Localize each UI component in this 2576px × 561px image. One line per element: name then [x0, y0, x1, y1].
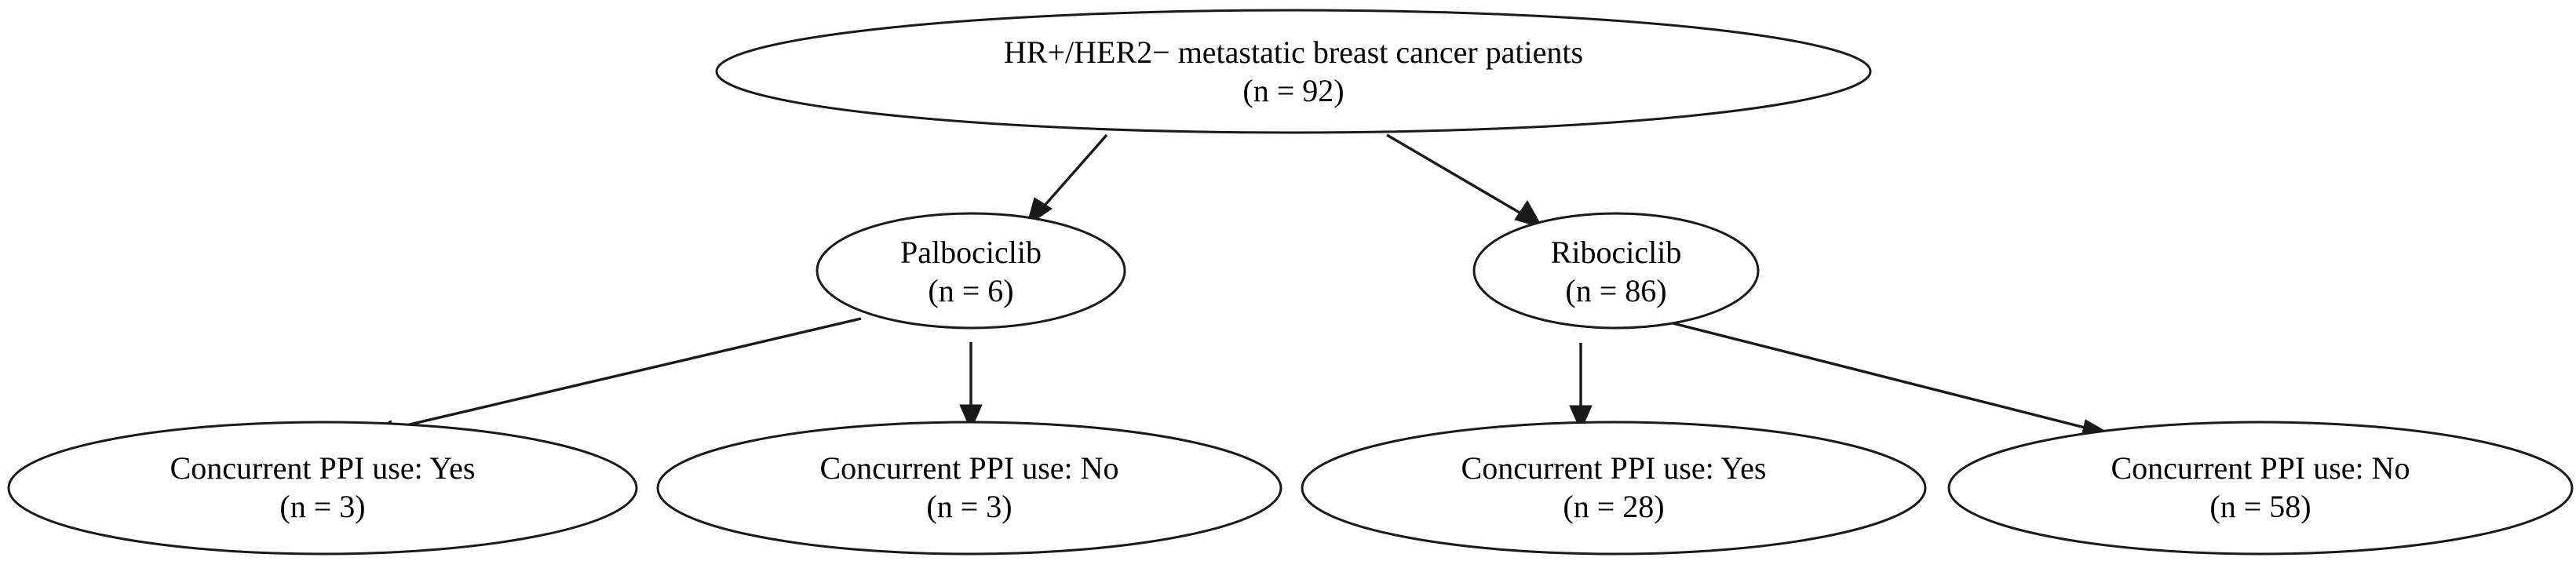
node-palbo-ppi-yes-line2: (n = 3)	[279, 489, 365, 524]
node-ribo-ppi-yes-ellipse[interactable]	[1301, 421, 1927, 556]
node-root-ellipse[interactable]	[715, 9, 1872, 134]
node-palbo-ppi-no[interactable]: Concurrent PPI use: No (n = 3)	[656, 421, 1283, 556]
node-root-line2: (n = 92)	[1242, 73, 1344, 108]
edge-palbociclib-to-ppi-no	[959, 342, 983, 432]
edge-ribociclib-to-ppi-yes	[1569, 343, 1593, 432]
node-ribo-ppi-no-ellipse[interactable]	[1947, 421, 2574, 556]
node-palbociclib-ellipse[interactable]	[815, 212, 1126, 330]
node-ribo-ppi-no-line1: Concurrent PPI use: No	[2111, 450, 2410, 486]
edge-palbociclib-to-ppi-yes	[367, 317, 862, 445]
edge-root-to-palbociclib	[1026, 133, 1108, 228]
node-ribo-ppi-yes-line1: Concurrent PPI use: Yes	[1461, 450, 1767, 486]
node-palbo-ppi-no-ellipse[interactable]	[656, 421, 1283, 556]
node-palbo-ppi-yes-ellipse[interactable]	[7, 421, 638, 556]
node-ribo-ppi-no[interactable]: Concurrent PPI use: No (n = 58)	[1947, 421, 2574, 556]
node-ribociclib-line1: Ribociclib	[1551, 235, 1682, 270]
node-ribociclib[interactable]: Ribociclib (n = 86)	[1472, 212, 1760, 330]
node-palbociclib-line1: Palbociclib	[900, 235, 1042, 270]
node-palbociclib-line2: (n = 6)	[928, 273, 1013, 308]
edge-root-to-ribociclib	[1386, 133, 1544, 228]
node-palbociclib[interactable]: Palbociclib (n = 6)	[815, 212, 1126, 330]
node-palbo-ppi-no-line2: (n = 3)	[926, 489, 1012, 524]
node-ribo-ppi-yes-line2: (n = 28)	[1563, 489, 1664, 524]
node-palbo-ppi-no-line1: Concurrent PPI use: No	[819, 450, 1118, 486]
edge-ribociclib-to-ppi-no	[1647, 315, 2113, 444]
node-ribociclib-ellipse[interactable]	[1472, 212, 1760, 330]
node-palbo-ppi-yes-line1: Concurrent PPI use: Yes	[170, 450, 476, 486]
node-root-line1: HR+/HER2− metastatic breast cancer patie…	[1004, 35, 1583, 70]
node-ribo-ppi-no-line2: (n = 58)	[2209, 489, 2311, 524]
node-palbo-ppi-yes[interactable]: Concurrent PPI use: Yes (n = 3)	[7, 421, 638, 556]
node-ribociclib-line2: (n = 86)	[1565, 273, 1666, 308]
node-root[interactable]: HR+/HER2− metastatic breast cancer patie…	[715, 9, 1872, 134]
node-ribo-ppi-yes[interactable]: Concurrent PPI use: Yes (n = 28)	[1301, 421, 1927, 556]
